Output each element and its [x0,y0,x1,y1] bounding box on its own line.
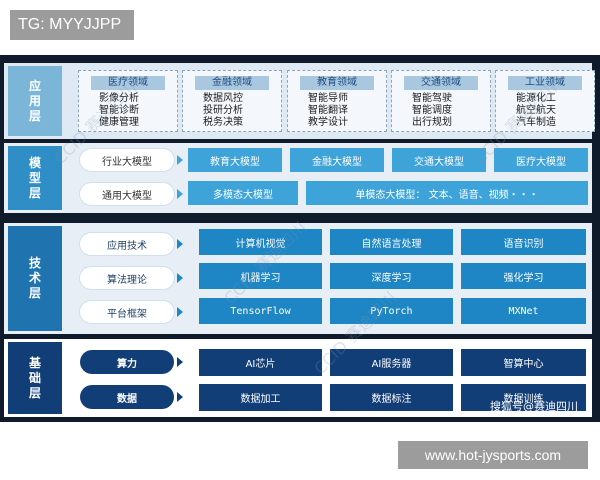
app-card-finance: 金融领域 数据风控 投研分析 税务决策 [182,70,282,132]
industry-model-pill: 行业大模型 [80,149,174,171]
tech-pill: 算法理论 [80,267,174,289]
base-layer-label: 基础层 [8,342,62,414]
app-card-item: 能源化工 [516,93,556,104]
tech-box: MXNet [461,298,586,324]
app-card-title: 交通领域 [404,76,478,90]
base-box: AI服务器 [330,349,453,376]
tech-box: 机器学习 [199,263,322,289]
arrow-icon [177,307,183,317]
tech-box: 深度学习 [330,263,453,289]
url-banner: www.hot-jysports.com [398,441,588,469]
app-card-title: 工业领域 [508,76,582,90]
arrow-icon [177,239,183,249]
tech-layer-label: 技术层 [8,226,62,331]
model-box: 教育大模型 [188,148,282,172]
base-box: 数据加工 [199,384,322,411]
app-card-title: 医疗领域 [91,76,165,90]
app-layer-label: 应用层 [8,66,62,136]
app-card-item: 汽车制造 [516,117,556,128]
app-card-item: 数据风控 [203,93,243,104]
app-card-item: 投研分析 [203,105,243,116]
model-box: 医疗大模型 [494,148,588,172]
app-card-medical: 医疗领域 影像分析 智能诊断 健康管理 [78,70,178,132]
arrow-icon [177,189,183,199]
app-card-item: 影像分析 [99,93,139,104]
tech-box: 计算机视觉 [199,229,322,255]
app-card-item: 税务决策 [203,117,243,128]
app-card-item: 智能导师 [308,93,348,104]
tech-pill: 应用技术 [80,233,174,255]
base-pill: 数据 [80,385,174,409]
model-box: 金融大模型 [290,148,384,172]
top-left-tag: TG: MYYJJPP [10,10,134,40]
app-card-item: 智能调度 [412,105,452,116]
base-pill: 算力 [80,350,174,374]
app-card-item: 智能诊断 [99,105,139,116]
model-box: 交通大模型 [392,148,486,172]
arrow-icon [177,357,183,367]
base-box: 数据标注 [330,384,453,411]
tech-pill: 平台框架 [80,301,174,323]
app-card-education: 教育领域 智能导师 智能翻译 教学设计 [287,70,387,132]
tech-box: 语音识别 [461,229,586,255]
base-box: AI芯片 [199,349,322,376]
single-modal-box: 单模态大模型： 文本、语音、视频・・・ [306,181,588,205]
model-layer-label: 模型层 [8,146,62,210]
app-card-title: 教育领域 [300,76,374,90]
app-card-title: 金融领域 [195,76,269,90]
app-card-item: 航空航天 [516,105,556,116]
general-model-pill: 通用大模型 [80,183,174,205]
arrow-icon [177,155,183,165]
app-card-industry: 工业领域 能源化工 航空航天 汽车制造 [495,70,595,132]
app-card-item: 健康管理 [99,117,139,128]
tech-box: PyTorch [330,298,453,324]
tech-box: 强化学习 [461,263,586,289]
arrow-icon [177,273,183,283]
app-card-item: 教学设计 [308,117,348,128]
tech-box: 自然语言处理 [330,229,453,255]
source-stamp: 搜狐号@赛迪四川 [490,400,578,413]
base-box: 智算中心 [461,349,586,376]
app-card-item: 智能驾驶 [412,93,452,104]
app-card-item: 出行规划 [412,117,452,128]
multimodal-box: 多模态大模型 [188,181,298,205]
tech-box: TensorFlow [199,298,322,324]
app-card-item: 智能翻译 [308,105,348,116]
arrow-icon [177,392,183,402]
base-box: 数据训练 [461,384,586,411]
app-card-transport: 交通领域 智能驾驶 智能调度 出行规划 [391,70,491,132]
